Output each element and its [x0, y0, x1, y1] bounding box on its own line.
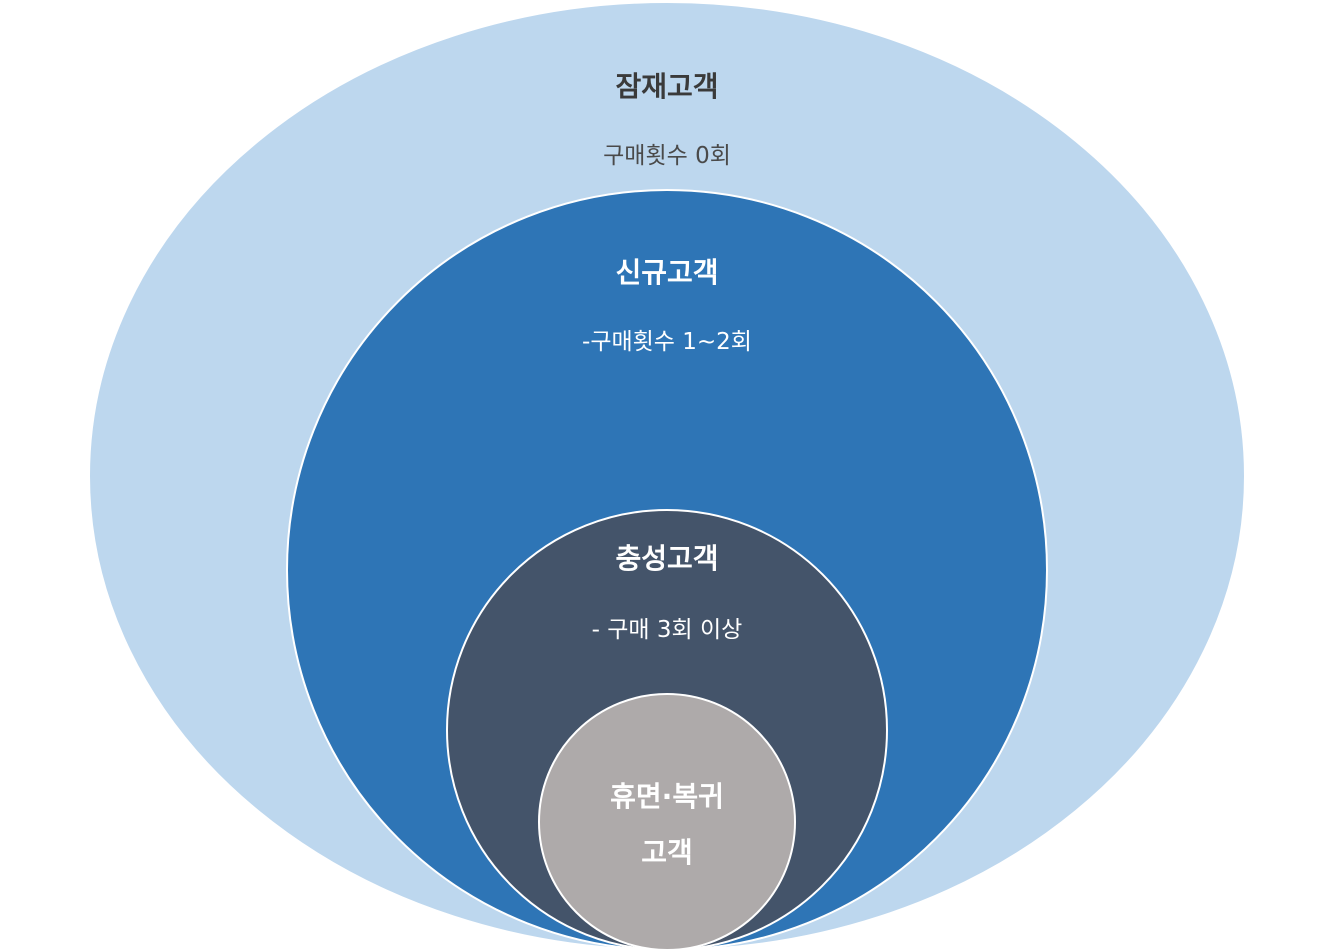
- dormant-customer-title-line2: 고객: [641, 836, 693, 869]
- loyal-customer-title: 충성고객: [615, 542, 718, 575]
- dormant-customer-title-line1: 휴면·복귀: [610, 780, 724, 813]
- new-customer-desc: -구매횟수 1~2회: [582, 329, 752, 355]
- potential-customer-desc: 구매횟수 0회: [603, 143, 731, 169]
- potential-customer-title: 잠재고객: [615, 70, 718, 103]
- loyal-customer-desc: - 구매 3회 이상: [592, 617, 743, 643]
- new-customer-title: 신규고객: [615, 256, 718, 289]
- dormant-returning-customer-circle: [538, 693, 796, 951]
